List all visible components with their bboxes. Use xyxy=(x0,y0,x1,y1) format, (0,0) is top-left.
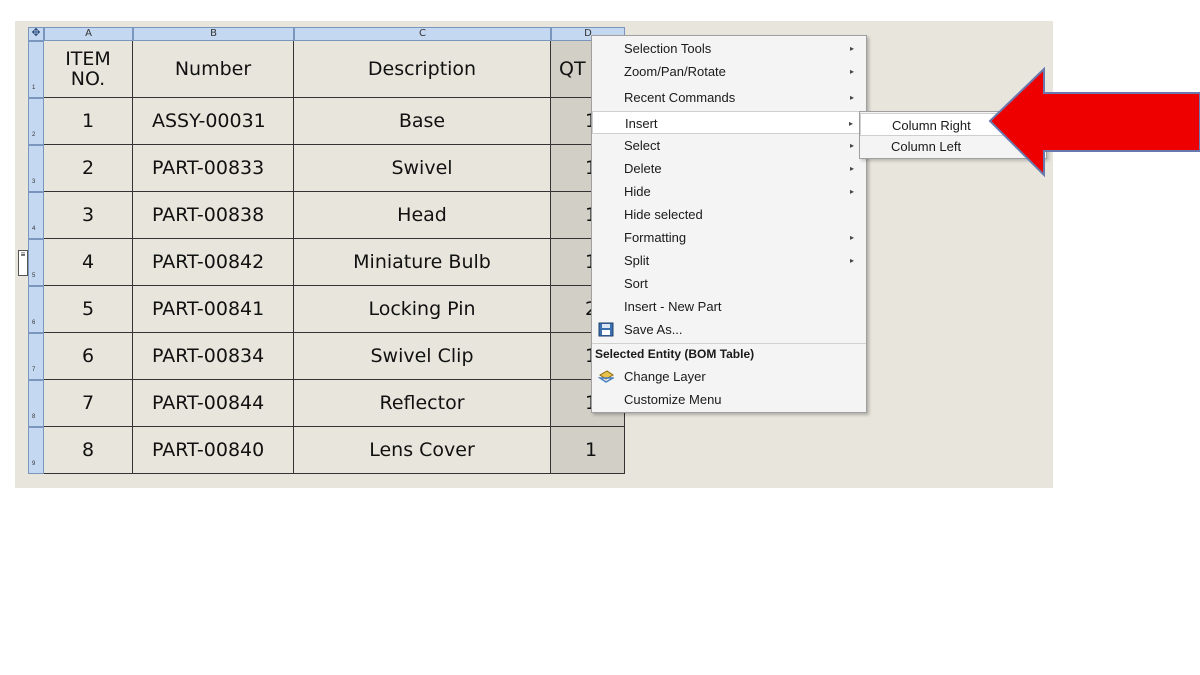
menu-item-sort[interactable]: Sort xyxy=(592,272,866,295)
submenu-arrow-icon: ▸ xyxy=(849,67,854,76)
red-arrow-callout-icon xyxy=(988,66,1200,178)
table-cell-number[interactable]: PART-00844 xyxy=(133,380,294,427)
table-cell-item[interactable]: 4 xyxy=(44,239,133,286)
menu-item-label: Customize Menu xyxy=(624,392,722,407)
column-header-a[interactable]: A xyxy=(44,27,133,41)
menu-item-split[interactable]: Split ▸ xyxy=(592,249,866,272)
row-header[interactable]: 2 xyxy=(28,98,44,145)
table-cell-description[interactable]: Base xyxy=(294,98,551,145)
row-header[interactable]: 3 xyxy=(28,145,44,192)
row-header-1[interactable]: 1 xyxy=(28,41,44,98)
row-resize-handle-icon[interactable]: ≡ xyxy=(18,250,28,276)
menu-item-label: Hide selected xyxy=(624,207,703,222)
row-header[interactable]: 6 xyxy=(28,286,44,333)
menu-section-title: Selected Entity (BOM Table) xyxy=(592,343,866,363)
submenu-arrow-icon: ▸ xyxy=(849,187,854,196)
row-number: 2 xyxy=(32,132,36,138)
table-cell-description[interactable]: Locking Pin xyxy=(294,286,551,333)
table-cell-number[interactable]: PART-00833 xyxy=(133,145,294,192)
table-cell-item[interactable]: 7 xyxy=(44,380,133,427)
row-number: 5 xyxy=(32,273,36,279)
row-number: 6 xyxy=(32,320,36,326)
row-number: 4 xyxy=(32,226,36,232)
menu-item-save-as[interactable]: Save As... xyxy=(592,318,866,341)
header-cell-item[interactable]: ITEM NO. xyxy=(44,41,133,98)
table-cell-number[interactable]: PART-00834 xyxy=(133,333,294,380)
submenu-item-column-left[interactable]: Column Left xyxy=(891,139,962,154)
menu-item-label: Zoom/Pan/Rotate xyxy=(624,64,726,79)
table-cell-description[interactable]: Lens Cover xyxy=(294,427,551,474)
submenu-arrow-icon: ▸ xyxy=(849,233,854,242)
table-cell-item[interactable]: 2 xyxy=(44,145,133,192)
table-cell-item[interactable]: 6 xyxy=(44,333,133,380)
table-cell-number[interactable]: ASSY-00031 xyxy=(133,98,294,145)
submenu-arrow-icon: ▸ xyxy=(849,93,854,102)
row-number: 3 xyxy=(32,179,36,185)
table-cell-item[interactable]: 8 xyxy=(44,427,133,474)
table-cell-number[interactable]: PART-00842 xyxy=(133,239,294,286)
column-header-b[interactable]: B xyxy=(133,27,294,41)
table-cell-number[interactable]: PART-00838 xyxy=(133,192,294,239)
menu-item-hide[interactable]: Hide ▸ xyxy=(592,180,866,203)
table-cell-description[interactable]: Swivel Clip xyxy=(294,333,551,380)
menu-item-label: Insert - New Part xyxy=(624,299,722,314)
row-header[interactable]: 8 xyxy=(28,380,44,427)
row-header[interactable]: 7 xyxy=(28,333,44,380)
submenu-arrow-icon: ▸ xyxy=(849,164,854,173)
row-number: 1 xyxy=(32,85,36,91)
row-header[interactable]: 5 xyxy=(28,239,44,286)
context-menu: Selection Tools▸Zoom/Pan/Rotate▸Recent C… xyxy=(591,35,867,413)
menu-item-zoom-pan-rotate[interactable]: Zoom/Pan/Rotate ▸ xyxy=(592,60,866,83)
menu-item-label: Select xyxy=(624,138,661,153)
row-number: 7 xyxy=(32,367,36,373)
menu-item-formatting[interactable]: Formatting ▸ xyxy=(592,226,866,249)
menu-item-hide-selected[interactable]: Hide selected xyxy=(592,203,866,226)
table-cell-description[interactable]: Reflector xyxy=(294,380,551,427)
header-cell-description[interactable]: Description xyxy=(294,41,551,98)
menu-item-customize-menu[interactable]: Customize Menu xyxy=(592,388,866,411)
row-header[interactable]: 9 xyxy=(28,427,44,474)
menu-item-label: Selection Tools xyxy=(624,41,712,56)
move-table-handle-icon[interactable]: ✥ xyxy=(28,27,44,41)
menu-item-label: Delete xyxy=(624,161,662,176)
menu-item-delete[interactable]: Delete ▸ xyxy=(592,157,866,180)
table-cell-description[interactable]: Miniature Bulb xyxy=(294,239,551,286)
row-number: 8 xyxy=(32,414,36,420)
table-cell-number[interactable]: PART-00840 xyxy=(133,427,294,474)
table-cell-description[interactable]: Head xyxy=(294,192,551,239)
menu-item-change-layer[interactable]: Change Layer xyxy=(592,365,866,388)
menu-item-label: Change Layer xyxy=(624,369,706,384)
menu-item-label: Split xyxy=(624,253,650,268)
menu-item-insert-new-part[interactable]: Insert - New Part xyxy=(592,295,866,318)
menu-item-selection-tools[interactable]: Selection Tools ▸ xyxy=(592,37,866,60)
submenu-arrow-icon: ▸ xyxy=(849,44,854,53)
menu-item-label: Sort xyxy=(624,276,648,291)
menu-item-recent-commands[interactable]: Recent Commands ▸ xyxy=(592,86,866,109)
menu-item-insert[interactable]: Insert ▸ xyxy=(592,111,866,134)
row-header[interactable]: 4 xyxy=(28,192,44,239)
table-cell-item[interactable]: 1 xyxy=(44,98,133,145)
table-cell-description[interactable]: Swivel xyxy=(294,145,551,192)
menu-item-label: Insert xyxy=(625,116,658,131)
submenu-arrow-icon: ▸ xyxy=(849,141,854,150)
table-cell-item[interactable]: 5 xyxy=(44,286,133,333)
menu-item-label: Recent Commands xyxy=(624,90,736,105)
menu-item-label: Formatting xyxy=(624,230,687,245)
table-cell-qty[interactable]: 1 xyxy=(551,427,625,474)
table-cell-item[interactable]: 3 xyxy=(44,192,133,239)
submenu-arrow-icon: ▸ xyxy=(849,256,854,265)
header-cell-number[interactable]: Number xyxy=(133,41,294,98)
menu-item-label: Save As... xyxy=(624,322,683,337)
row-number: 9 xyxy=(32,461,36,467)
change-layer-icon xyxy=(598,370,614,383)
table-cell-number[interactable]: PART-00841 xyxy=(133,286,294,333)
submenu-arrow-icon: ▸ xyxy=(848,119,853,128)
menu-item-select[interactable]: Select ▸ xyxy=(592,134,866,157)
menu-item-label: Hide xyxy=(624,184,651,199)
save-as-icon xyxy=(598,322,614,337)
column-header-c[interactable]: C xyxy=(294,27,551,41)
